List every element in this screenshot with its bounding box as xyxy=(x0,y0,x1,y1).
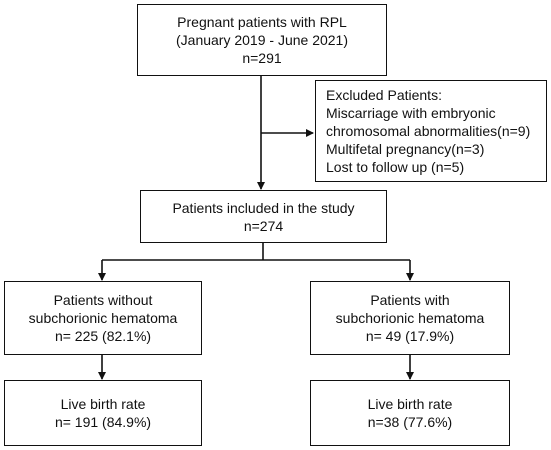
without-sch-line1: Patients without xyxy=(53,292,153,308)
live-birth-with-box: Live birth rate n=38 (77.6%) xyxy=(310,380,510,446)
with-sch-line2: subchorionic hematoma xyxy=(335,310,485,326)
excluded-item-chromosomal-b: chromosomal abnormalities(n=9) xyxy=(326,123,531,139)
live-birth-with-count: n=38 (77.6%) xyxy=(367,414,453,430)
without-sch-line2: subchorionic hematoma xyxy=(28,310,178,326)
start-box: Pregnant patients with RPL (January 2019… xyxy=(137,4,387,76)
with-sch-line1: Patients with xyxy=(370,292,450,308)
included-count: n=274 xyxy=(243,217,284,234)
without-sch-count: n= 225 (82.1%) xyxy=(54,328,152,344)
without-sch-box: Patients without subchorionic hematoma n… xyxy=(4,281,202,355)
start-count: n=291 xyxy=(242,50,282,66)
start-date-range: (January 2019 - June 2021) xyxy=(176,32,348,48)
live-birth-without-box: Live birth rate n= 191 (84.9%) xyxy=(4,380,202,446)
with-sch-box: Patients with subchorionic hematoma n= 4… xyxy=(310,281,510,355)
live-birth-without-title: Live birth rate xyxy=(60,396,146,412)
excluded-item-lost-follow-up: Lost to follow up (n=5) xyxy=(326,159,465,175)
excluded-box: Excluded Patients: Miscarriage with embr… xyxy=(315,80,547,182)
start-title: Pregnant patients with RPL xyxy=(177,14,347,30)
live-birth-with-title: Live birth rate xyxy=(367,396,453,412)
excluded-item-multifetal: Multifetal pregnancy(n=3) xyxy=(326,141,485,157)
excluded-item-chromosomal-a: Miscarriage with embryonic xyxy=(326,105,496,121)
live-birth-without-count: n= 191 (84.9%) xyxy=(54,414,152,430)
included-title: Patients included in the study xyxy=(172,199,355,216)
excluded-title: Excluded Patients: xyxy=(326,87,442,103)
with-sch-count: n= 49 (17.9%) xyxy=(365,328,455,344)
included-box: Patients included in the study n=274 xyxy=(140,190,387,243)
